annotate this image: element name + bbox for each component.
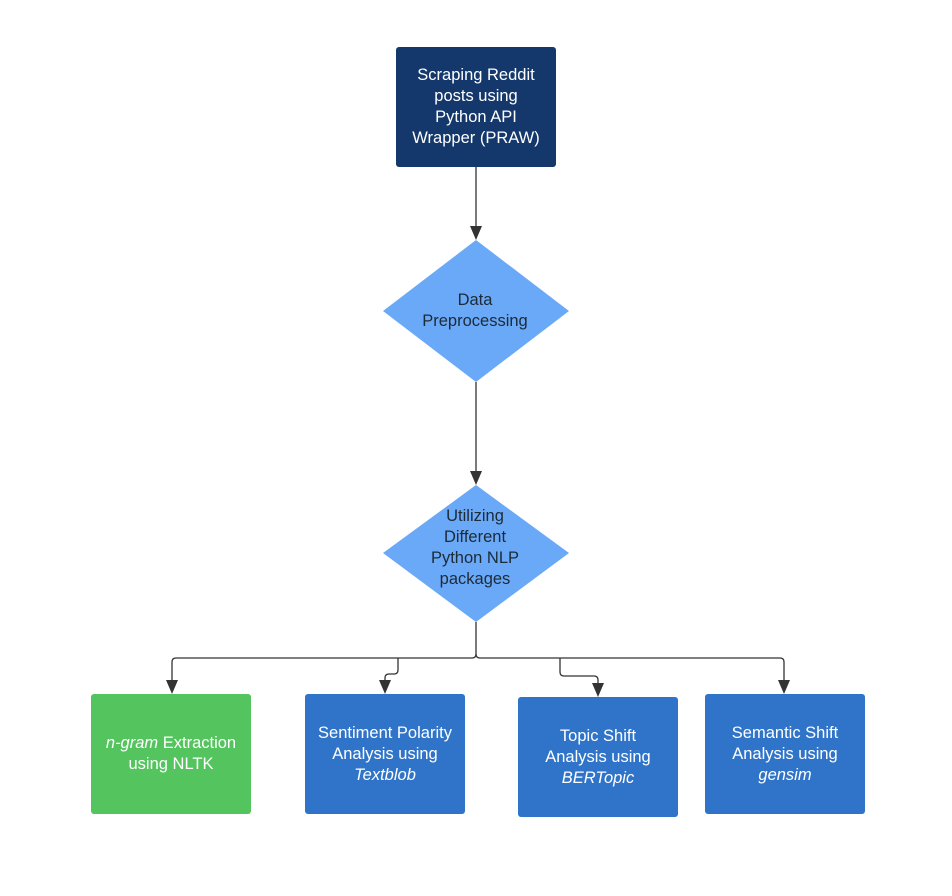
ngram-italic-text: n-gram	[105, 734, 159, 752]
ngram-line: using NLTK	[128, 755, 214, 773]
preprocessing-diamond	[383, 240, 569, 382]
preprocessing-line: Data	[457, 291, 493, 309]
scraping-node-line: Wrapper (PRAW)	[412, 129, 540, 147]
sentiment-line: Sentiment Polarity	[318, 723, 452, 742]
preprocessing-label: Data Preprocessing	[400, 285, 550, 337]
semantic-package: gensim	[758, 765, 812, 784]
packages-line: Utilizing	[446, 507, 504, 525]
ngram-node: n-gram Extraction using NLTK	[91, 694, 251, 814]
packages-line: Python NLP	[430, 549, 520, 567]
packages-line: Different	[443, 528, 507, 546]
connector-to-sentiment	[384, 658, 399, 680]
arrowhead-icon	[778, 680, 790, 694]
semantic-node: Semantic Shift Analysis using gensim	[705, 694, 865, 814]
arrowhead-icon	[470, 471, 482, 485]
preprocessing-line: Preprocessing	[422, 312, 528, 330]
ngram-text: Extraction	[158, 734, 237, 752]
arrowhead-icon	[592, 683, 604, 697]
connector-bus-right	[475, 653, 785, 680]
packages-line: packages	[439, 570, 511, 588]
arrowhead-icon	[166, 680, 178, 694]
scraping-node: Scraping Reddit posts using Python API W…	[396, 47, 556, 167]
scraping-node-line: Scraping Reddit	[417, 66, 535, 84]
arrowhead-icon	[470, 226, 482, 240]
scraping-node-text: Scraping Reddit posts using Python API W…	[412, 65, 539, 149]
sentiment-node: Sentiment Polarity Analysis using Textbl…	[305, 694, 465, 814]
topic-line: Topic Shift	[559, 726, 637, 745]
scraping-node-line: posts using	[434, 87, 518, 105]
arrowheads	[166, 226, 790, 697]
scraping-node-line: Python API	[435, 108, 517, 126]
connector-to-topic	[559, 658, 599, 683]
topic-node: Topic Shift Analysis using BERTopic	[518, 697, 678, 817]
arrowhead-icon	[379, 680, 391, 694]
packages-label: Utilizing Different Python NLP packages	[405, 502, 545, 594]
connectors	[171, 167, 785, 683]
packages-diamond	[383, 485, 569, 622]
connector-bus	[171, 653, 477, 680]
topic-package: BERTopic	[561, 768, 635, 787]
semantic-line: Analysis using	[732, 744, 838, 763]
sentiment-line: Analysis using	[332, 744, 438, 763]
topic-line: Analysis using	[545, 747, 651, 766]
sentiment-package: Textblob	[354, 765, 416, 784]
semantic-line: Semantic Shift	[731, 723, 839, 742]
